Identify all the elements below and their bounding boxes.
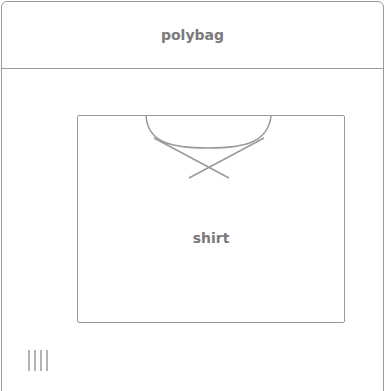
neckline (78, 116, 346, 324)
barcode-marks (26, 347, 86, 387)
shirt-label: shirt (78, 228, 344, 248)
shirt-box: shirt (77, 115, 345, 323)
bag-label: polybag (161, 27, 224, 43)
bag-header: polybag (2, 2, 383, 69)
